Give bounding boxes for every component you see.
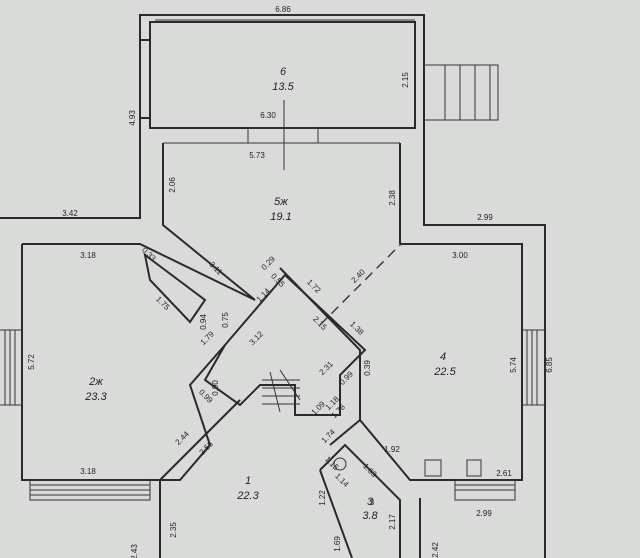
room-3-number: 3 [367,496,374,508]
dimension-label: 0.39 [363,360,372,376]
dimension-label: 2.99 [477,213,493,222]
dimension-label: 2.44 [174,429,192,447]
dimension-label: 0.99 [338,369,356,387]
dimension-label: 2.15 [311,315,329,333]
room-3-area: 3.8 [362,510,378,522]
dimension-label: 1.79 [199,329,217,347]
room-1-number: 1 [245,475,251,487]
door-top [247,127,319,144]
dimension-label: 5.74 [509,357,518,373]
dimension-label: 0.75 [221,312,230,328]
dimension-label: 0.55 [269,272,287,290]
room-2-number: 2ж [88,376,103,388]
room-4-number: 4 [440,351,446,363]
dimension-label: 2.99 [476,509,492,518]
dimension-label: 3 [370,498,375,507]
dimension-label: 2.40 [350,267,368,285]
dimension-label: 5.73 [249,151,265,160]
window-bottom-right [454,479,516,501]
dimension-label: 5.72 [27,354,36,370]
window-top [155,14,415,21]
stairs [262,369,301,413]
dimension-label: 1.38 [348,320,366,338]
room-4-wall [279,243,523,481]
sink-fixture [466,459,482,477]
room-6-wall [149,21,416,129]
dimension-label: 2.06 [168,177,177,193]
dimension-label: 6.86 [275,5,291,14]
window-bottom-left [29,479,151,501]
room-1-area: 22.3 [236,490,259,502]
dimension-label: 4.93 [128,110,137,126]
room-5-number: 5ж [274,196,288,208]
dimension-label: 1.72 [305,278,323,296]
dimension-label: 1.14 [255,286,273,304]
dimension-label: 2.61 [496,469,512,478]
dimension-label: 6.30 [260,111,276,120]
dimension-label: 3.42 [62,209,78,218]
room-labels: 6 13.5 5ж 19.1 2ж 23.3 4 22.5 1 22.3 3 3… [84,66,456,522]
dimension-label: 1.22 [318,490,327,506]
dimension-label: 2.31 [318,359,336,377]
window-left [0,329,23,406]
dimension-label: 1.14 [333,472,351,490]
dimension-label: 0.29 [260,254,278,272]
fixture-circle [333,457,347,471]
dimension-label: 3.11 [207,260,224,277]
room-2-wall [21,243,256,481]
walls [0,14,546,558]
dimension-label: 3.00 [452,251,468,260]
porch-steps [424,64,499,121]
dimension-label: 3.12 [248,329,266,347]
outer-wall-left [0,14,546,558]
dimension-label: 0.33 [140,246,158,264]
dimension-label: 2.38 [388,190,397,206]
cabinet [143,252,207,324]
dimension-label: 1.75 [154,295,172,313]
room-4-area: 22.5 [433,366,456,378]
dimension-label: 0.94 [199,314,208,330]
room-5-wall [162,143,401,301]
window-right [522,329,546,406]
dimension-label: 2.15 [401,72,410,88]
room-3-wall [319,443,401,558]
dimension-label: 1.69 [333,536,342,552]
dimension-label: 2.56 [198,439,216,457]
dimension-label: 3.18 [80,467,96,476]
toilet-fixture [424,459,442,477]
room-6-inner-left [140,39,150,119]
dimension-label: 2.42 [431,542,440,558]
dimension-label: 6.85 [545,357,554,373]
dimension-label: 2.17 [388,514,397,530]
room-5-area: 19.1 [270,211,291,223]
room-1-wall [159,399,361,558]
stair-block [203,273,367,416]
dimension-label: 0.90 [211,380,220,396]
dimension-label: 3.18 [80,251,96,260]
room-2-area: 23.3 [84,391,107,403]
dimension-label: 2.35 [169,522,178,538]
dimension-label: 2.43 [130,544,139,558]
dimension-label: 1.92 [384,445,400,454]
room-6-area: 13.5 [272,81,294,93]
room-6-number: 6 [280,66,287,78]
partition-dashed [319,242,403,326]
